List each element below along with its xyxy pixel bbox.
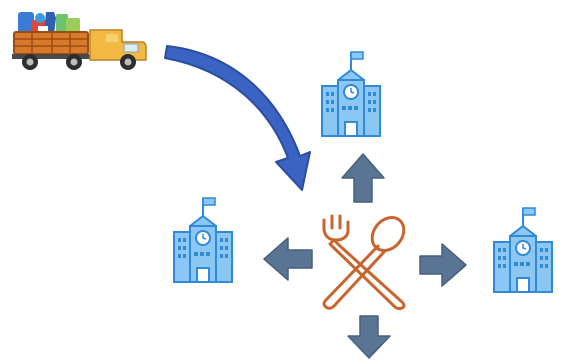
arrow-left-icon <box>262 236 314 282</box>
fork-spoon-icon <box>318 214 410 311</box>
school-building-icon <box>172 196 234 284</box>
school-building-icon <box>320 50 382 138</box>
arrow-down-icon <box>346 314 392 360</box>
curved-arrow-icon <box>150 40 320 200</box>
arrow-up-icon <box>340 152 386 204</box>
arrow-right-icon <box>418 242 468 288</box>
school-building-icon <box>492 206 554 294</box>
delivery-truck-icon <box>10 8 150 72</box>
